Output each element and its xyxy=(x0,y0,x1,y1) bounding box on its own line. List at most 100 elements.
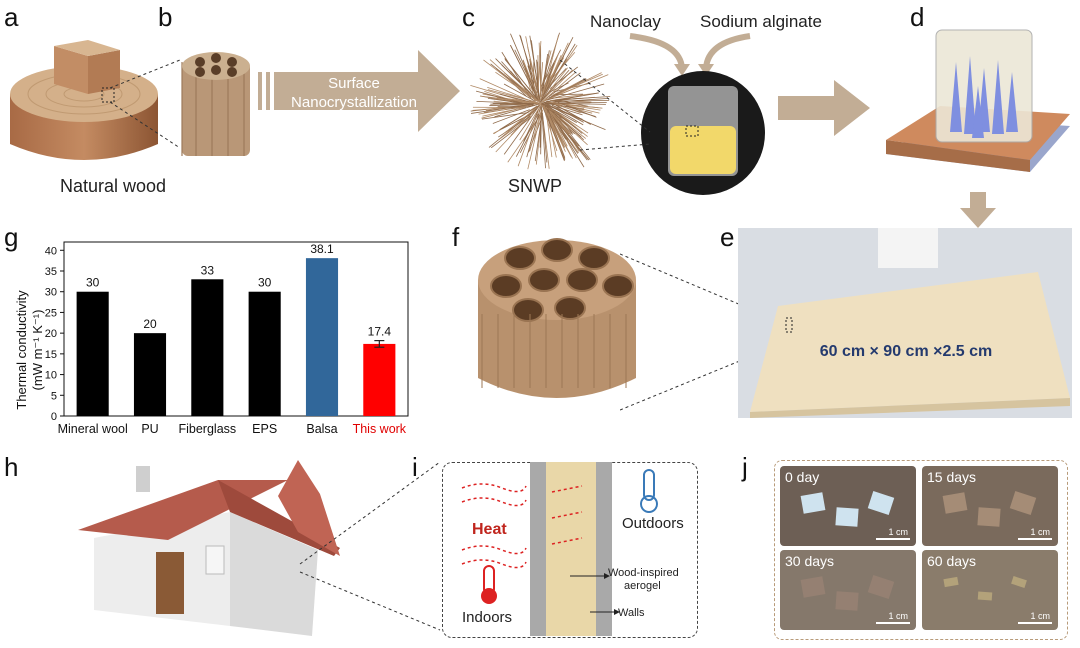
panel-label-c: c xyxy=(462,2,475,32)
bar-fiberglass xyxy=(191,279,224,416)
x-category-label: Fiberglass xyxy=(178,422,236,436)
arrow-text-nanocrystallization: Nanocrystallization xyxy=(291,94,417,111)
arrow-text-surface: Surface xyxy=(328,75,380,92)
aerogel-sample xyxy=(867,575,895,599)
scale-bar xyxy=(876,622,910,624)
chart-frame xyxy=(63,241,409,417)
y-tick-label: 20 xyxy=(45,328,57,340)
aerogel-sample xyxy=(943,576,959,588)
aerogel-sample xyxy=(800,492,826,514)
scale-bar-label: 1 cm xyxy=(888,611,908,621)
snwp-caption: SNWP xyxy=(508,176,562,196)
scale-bar xyxy=(1018,622,1052,624)
aerogel-sample xyxy=(1009,491,1037,515)
panel-label-i: i xyxy=(412,452,418,482)
aerogel-sample xyxy=(800,576,826,598)
degradation-time-label: 15 days xyxy=(927,469,977,485)
bar-pu xyxy=(133,333,167,416)
y-tick-label: 35 xyxy=(45,266,57,278)
bar-eps xyxy=(248,291,281,416)
heat-label: Heat xyxy=(472,521,507,538)
bar-value-label: 33 xyxy=(201,263,215,277)
scale-bar-label: 1 cm xyxy=(888,527,908,537)
degradation-time-label: 0 day xyxy=(785,469,820,485)
panel-label-f: f xyxy=(452,222,460,252)
y-tick-label: 0 xyxy=(51,411,57,423)
arrow-d-e xyxy=(960,192,996,228)
surface-nanocrystallization-arrow: Surface Nanocrystallization xyxy=(258,50,460,132)
panel-label-a: a xyxy=(4,2,19,32)
y-tick-label: 15 xyxy=(45,349,57,361)
panel-label-b: b xyxy=(158,2,173,32)
zoom-lines-h-i xyxy=(299,461,441,631)
degradation-time-label: 30 days xyxy=(785,553,835,569)
heat-transfer-diagram: Heat Outdoors Indoors Wood-inspired aero… xyxy=(461,462,684,636)
y-tick-label: 25 xyxy=(45,307,57,319)
bar-value-label: 20 xyxy=(143,317,157,331)
indoors-label: Indoors xyxy=(462,609,512,626)
bar-value-label: 17.4 xyxy=(368,325,392,339)
aerogel-sample xyxy=(835,507,859,527)
bar-this-work xyxy=(363,343,396,416)
aerogel-sample xyxy=(977,591,993,601)
x-category-label: EPS xyxy=(252,422,277,436)
degradation-tile-3: 30 days 1 cm xyxy=(780,550,916,630)
thermal-conductivity-chart: Thermal conductivity (mW m⁻¹ K⁻¹) 051015… xyxy=(14,241,409,436)
y-tick-label: 30 xyxy=(45,287,57,299)
zoom-lines-c xyxy=(560,60,651,151)
house-illustration xyxy=(78,460,340,636)
panel-label-d: d xyxy=(910,2,925,32)
aerogel-panel-photo: 60 cm × 90 cm ×2.5 cm xyxy=(738,228,1072,418)
aerogel-sample xyxy=(977,507,1001,527)
aerogel-sample xyxy=(835,591,859,611)
bar-balsa xyxy=(305,258,339,416)
degradation-photo-box xyxy=(774,460,1068,640)
aerogel-label-2: aerogel xyxy=(624,580,661,592)
scale-bar xyxy=(876,538,910,540)
panel-size-text: 60 cm × 90 cm ×2.5 cm xyxy=(820,343,993,360)
x-category-label: Mineral wool xyxy=(58,422,128,436)
degradation-time-label: 60 days xyxy=(927,553,977,569)
aerogel-sample xyxy=(942,492,968,514)
scale-bar xyxy=(1018,538,1052,540)
x-category-label: This work xyxy=(353,422,407,436)
zoom-lines-a-b xyxy=(109,59,181,149)
wood-log-illustration xyxy=(10,40,158,160)
scale-bar-label: 1 cm xyxy=(1030,611,1050,621)
aerogel-label-1: Wood-inspired xyxy=(608,567,679,579)
bar-mineral-wool xyxy=(76,291,109,416)
aerogel-honeycomb xyxy=(478,238,636,398)
panel-label-h: h xyxy=(4,452,19,482)
outdoors-label: Outdoors xyxy=(622,515,684,532)
outdoor-thermometer-icon xyxy=(640,469,658,513)
y-tick-label: 40 xyxy=(45,245,57,257)
sodium-alginate-label: Sodium alginate xyxy=(700,12,822,31)
panel-label-e: e xyxy=(720,222,735,252)
arrow-c-d xyxy=(778,80,870,136)
aerogel-sample xyxy=(867,491,895,515)
snwp-nanofiber-ball xyxy=(470,32,611,170)
y-tick-label: 10 xyxy=(45,370,57,382)
chart-ylabel-unit: (mW m⁻¹ K⁻¹) xyxy=(30,310,45,391)
walls-label: Walls xyxy=(618,607,645,619)
x-category-label: Balsa xyxy=(306,422,337,436)
bar-value-label: 30 xyxy=(86,276,100,290)
chart-ylabel: Thermal conductivity xyxy=(14,290,29,410)
degradation-tile-1: 0 day 1 cm xyxy=(780,466,916,546)
bar-value-label: 38.1 xyxy=(310,242,334,256)
aerogel-sample xyxy=(1011,576,1027,588)
degradation-tile-4: 60 days 1 cm xyxy=(922,550,1058,630)
panel-label-g: g xyxy=(4,222,19,252)
freeze-casting-setup xyxy=(886,29,1070,172)
beaker-suspension xyxy=(641,71,765,195)
x-category-label: PU xyxy=(141,422,158,436)
degradation-tile-2: 15 days 1 cm xyxy=(922,466,1058,546)
bar-value-label: 30 xyxy=(258,276,272,290)
wood-cell-structure xyxy=(181,52,250,156)
natural-wood-caption: Natural wood xyxy=(60,176,167,196)
nanoclay-label: Nanoclay xyxy=(590,12,661,31)
input-arrows xyxy=(629,33,751,76)
panel-label-j: j xyxy=(742,452,748,482)
scale-bar-label: 1 cm xyxy=(1030,527,1050,537)
indoor-thermometer-icon xyxy=(481,565,497,604)
